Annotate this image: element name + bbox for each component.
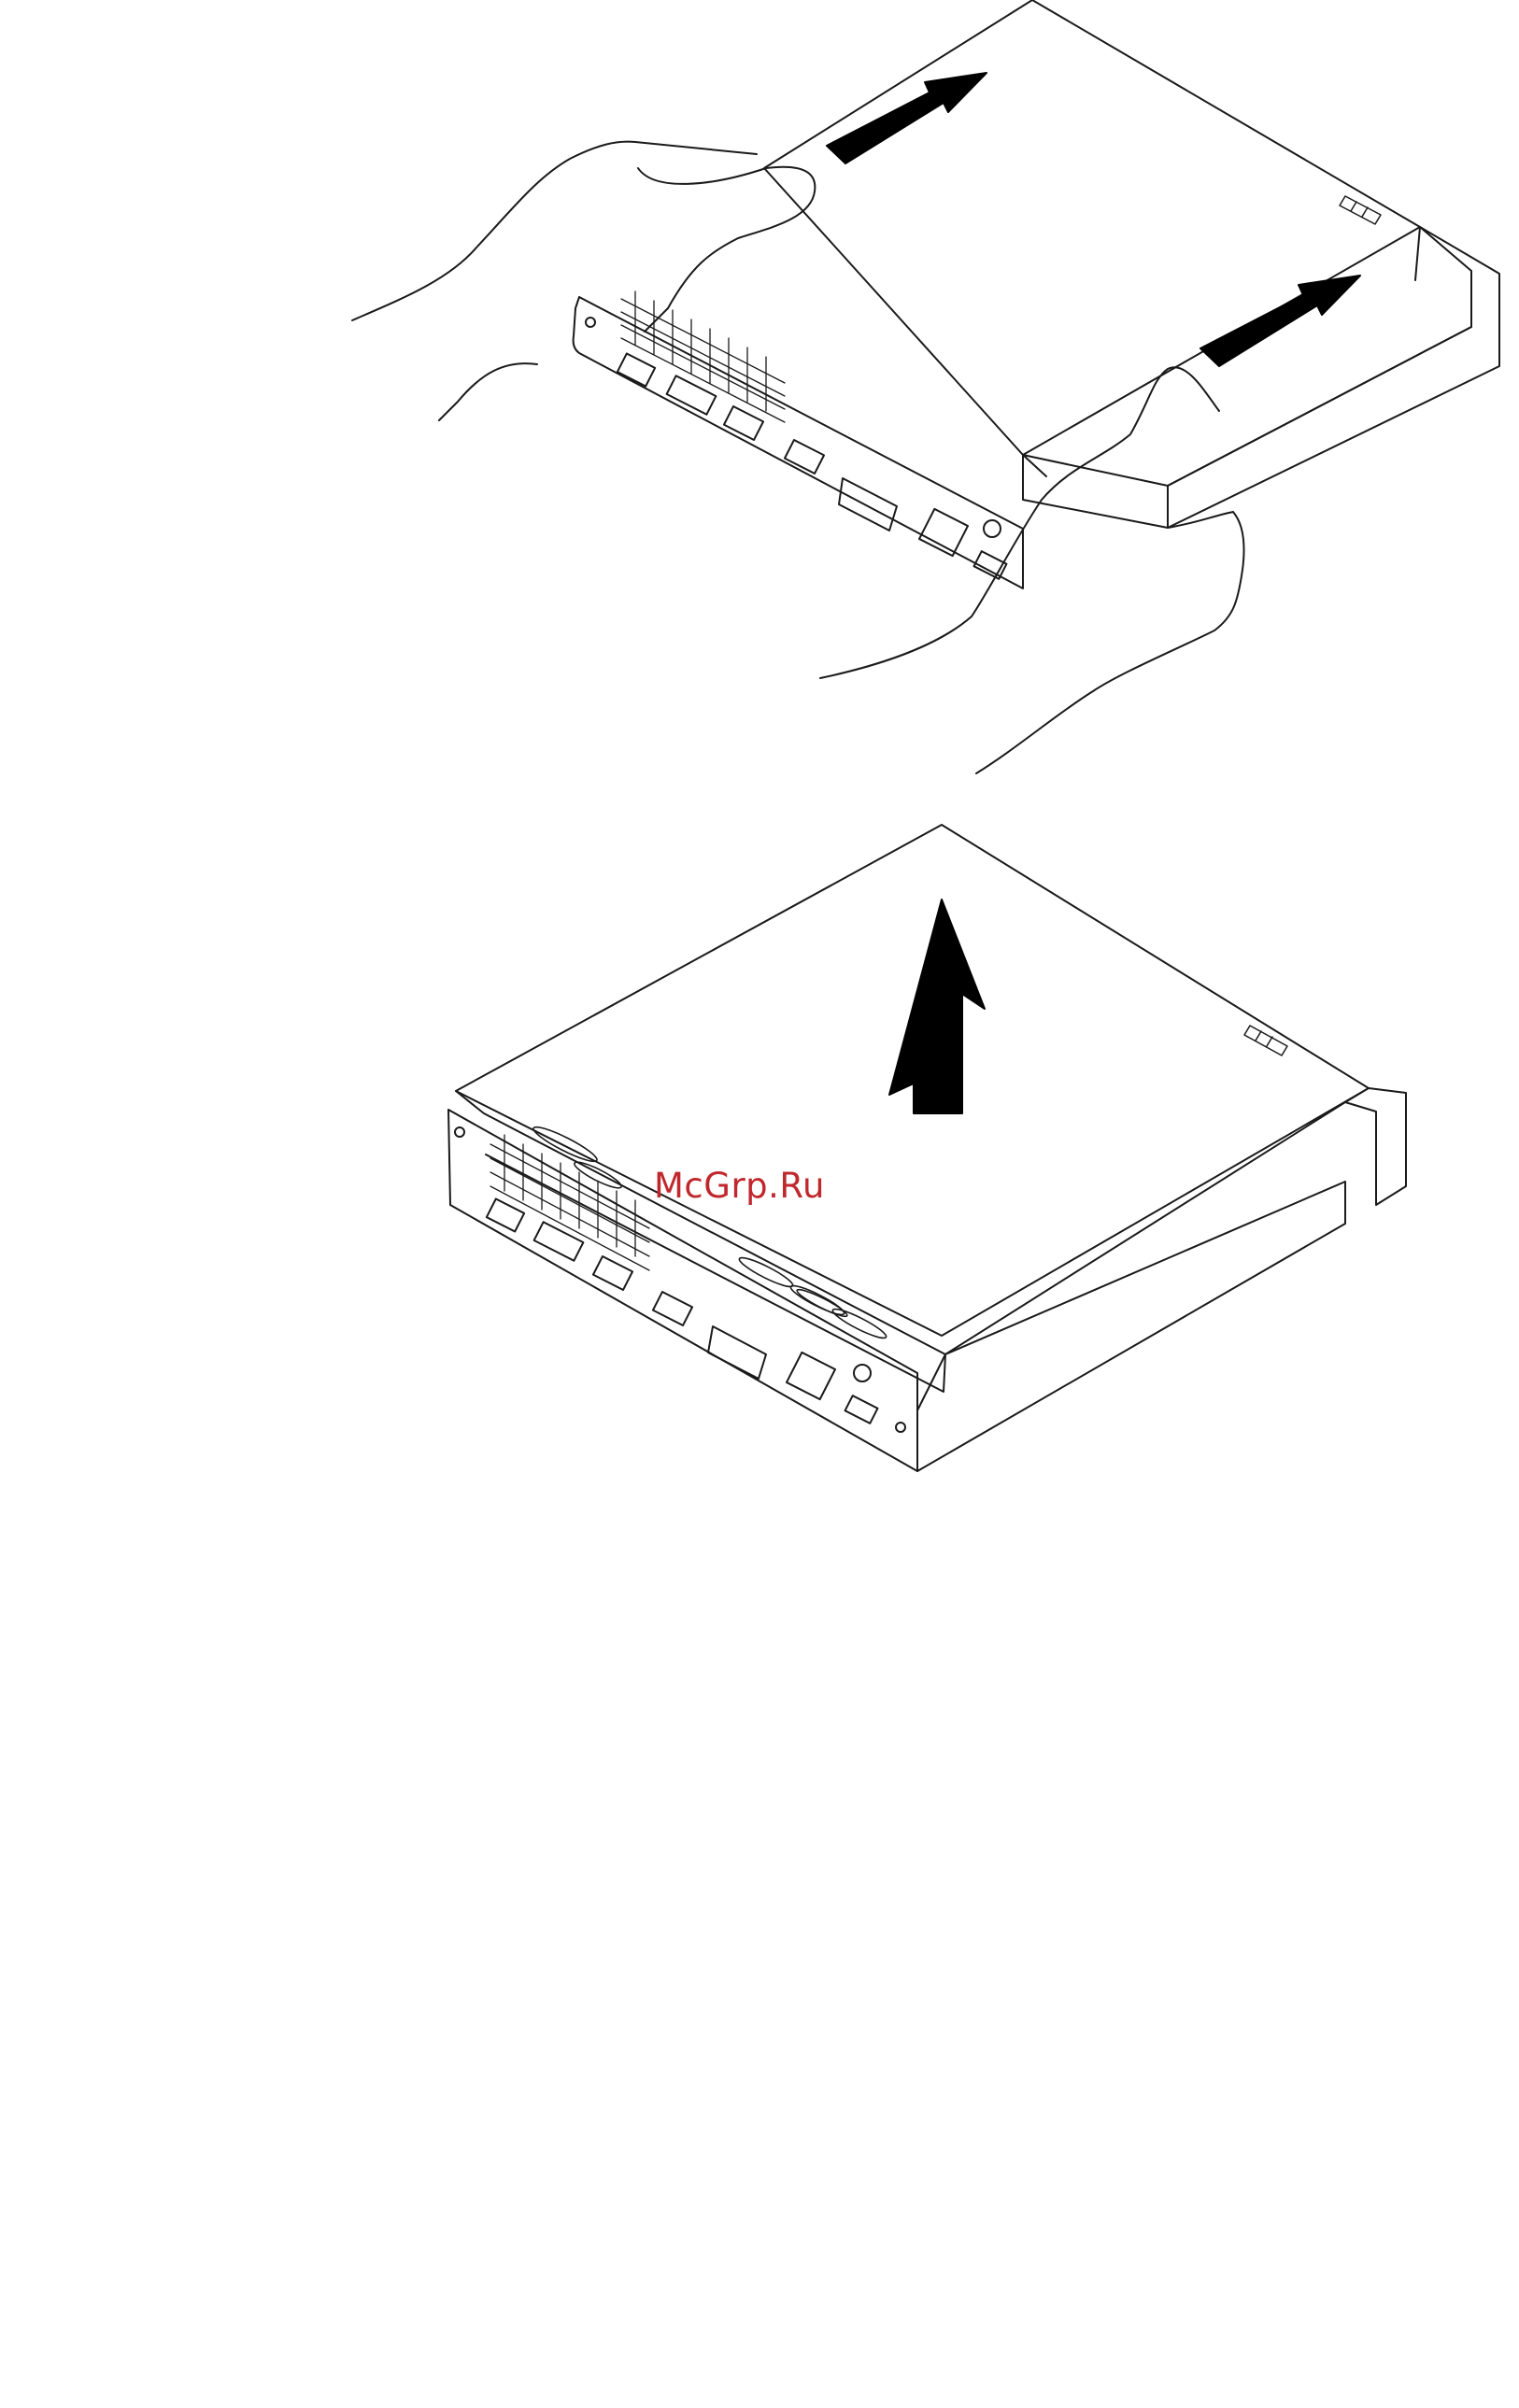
step1-illustration: [352, 0, 1499, 773]
watermark-text: McGrp.Ru: [654, 1166, 825, 1206]
step1-side-chassis: [1023, 455, 1168, 528]
step2-illustration: [448, 825, 1406, 1471]
step1-left-hand: [352, 142, 815, 420]
step1-cover-top: [764, 0, 1420, 455]
step2-front-bezel: [1345, 1088, 1406, 1205]
